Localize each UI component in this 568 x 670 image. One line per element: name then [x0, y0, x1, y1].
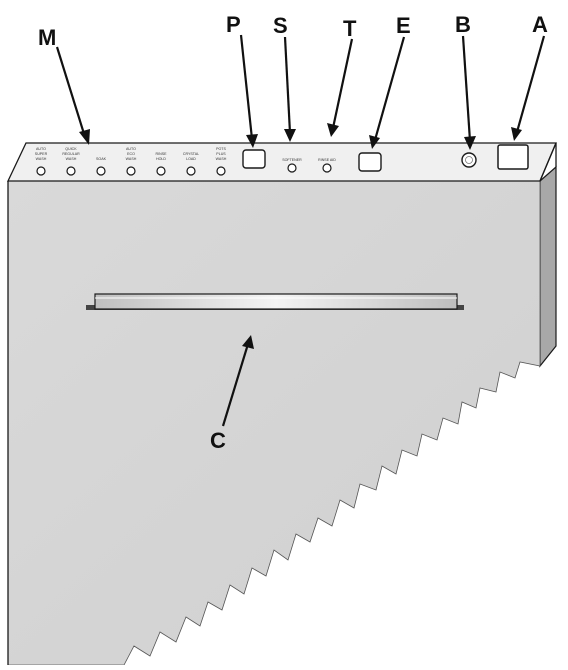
callout-c: C	[210, 428, 226, 453]
cycle-label-5-line-1: RINSE	[156, 152, 168, 156]
door-front	[7, 180, 541, 666]
callout-b: B	[455, 12, 471, 37]
power-button[interactable]	[497, 144, 529, 170]
callout-arrows	[55, 34, 546, 427]
rinse-aid-label: RINSE AID	[318, 158, 336, 162]
callout-e: E	[396, 13, 411, 38]
arrow-c	[221, 343, 250, 427]
cycle-label-4-line-1: AUTO	[126, 147, 136, 151]
rinse-aid-light	[322, 163, 332, 173]
cycle-label-1-line-3: WASH	[36, 157, 47, 161]
cycle-light-5	[156, 166, 166, 176]
callout-t: T	[343, 16, 357, 41]
arrow-e	[373, 36, 406, 141]
side-panel	[539, 165, 557, 368]
cycle-light-7	[216, 166, 226, 176]
arrow-s	[283, 36, 292, 134]
cycle-label-2-line-1: QUICK	[65, 147, 77, 151]
arrow-t	[331, 38, 354, 129]
cycle-light-1	[36, 166, 46, 176]
cycle-label-2-line-3: WASH	[66, 157, 77, 161]
cycle-label-5-line-2: HOLD	[156, 157, 166, 161]
program-button[interactable]	[242, 149, 266, 169]
cycle-label-7-line-2: PLUS	[216, 152, 226, 156]
door-handle[interactable]	[86, 293, 464, 310]
cycle-label-4-line-3: WASH	[126, 157, 137, 161]
callout-s: S	[273, 13, 288, 38]
indicator-b	[461, 152, 477, 168]
cycle-light-6	[186, 166, 196, 176]
cycle-label-6-line-1: CRYSTAL	[183, 152, 199, 156]
button-e[interactable]	[358, 152, 382, 172]
callout-p: P	[226, 12, 241, 37]
callout-m: M	[38, 25, 56, 50]
cycle-label-3-line-1: SOAK	[96, 157, 107, 161]
arrow-b	[461, 35, 472, 142]
cycle-label-2-line-2: REGULAR	[62, 152, 80, 156]
callout-a: A	[532, 12, 548, 37]
arrow-a	[515, 35, 546, 133]
cycle-label-6-line-2: LOAD	[186, 157, 196, 161]
softener-label: SOFTENER	[282, 158, 302, 162]
cycle-label-4-line-2: ECO	[127, 152, 135, 156]
arrow-p	[239, 34, 254, 140]
softener-light	[287, 163, 297, 173]
cycle-light-3	[96, 166, 106, 176]
cycle-label-7-line-1: POTS	[216, 147, 226, 151]
arrow-m	[55, 46, 87, 138]
cycle-light-2	[66, 166, 76, 176]
cycle-light-4	[126, 166, 136, 176]
cycle-label-1-line-2: SUPER	[35, 152, 48, 156]
cycle-label-1-line-1: AUTO	[36, 147, 46, 151]
cycle-indicator-lights	[36, 163, 332, 176]
cycle-label-7-line-3: WASH	[216, 157, 227, 161]
cycle-labels: AUTO SUPER WASH QUICK REGULAR WASH SOAK …	[35, 147, 336, 162]
